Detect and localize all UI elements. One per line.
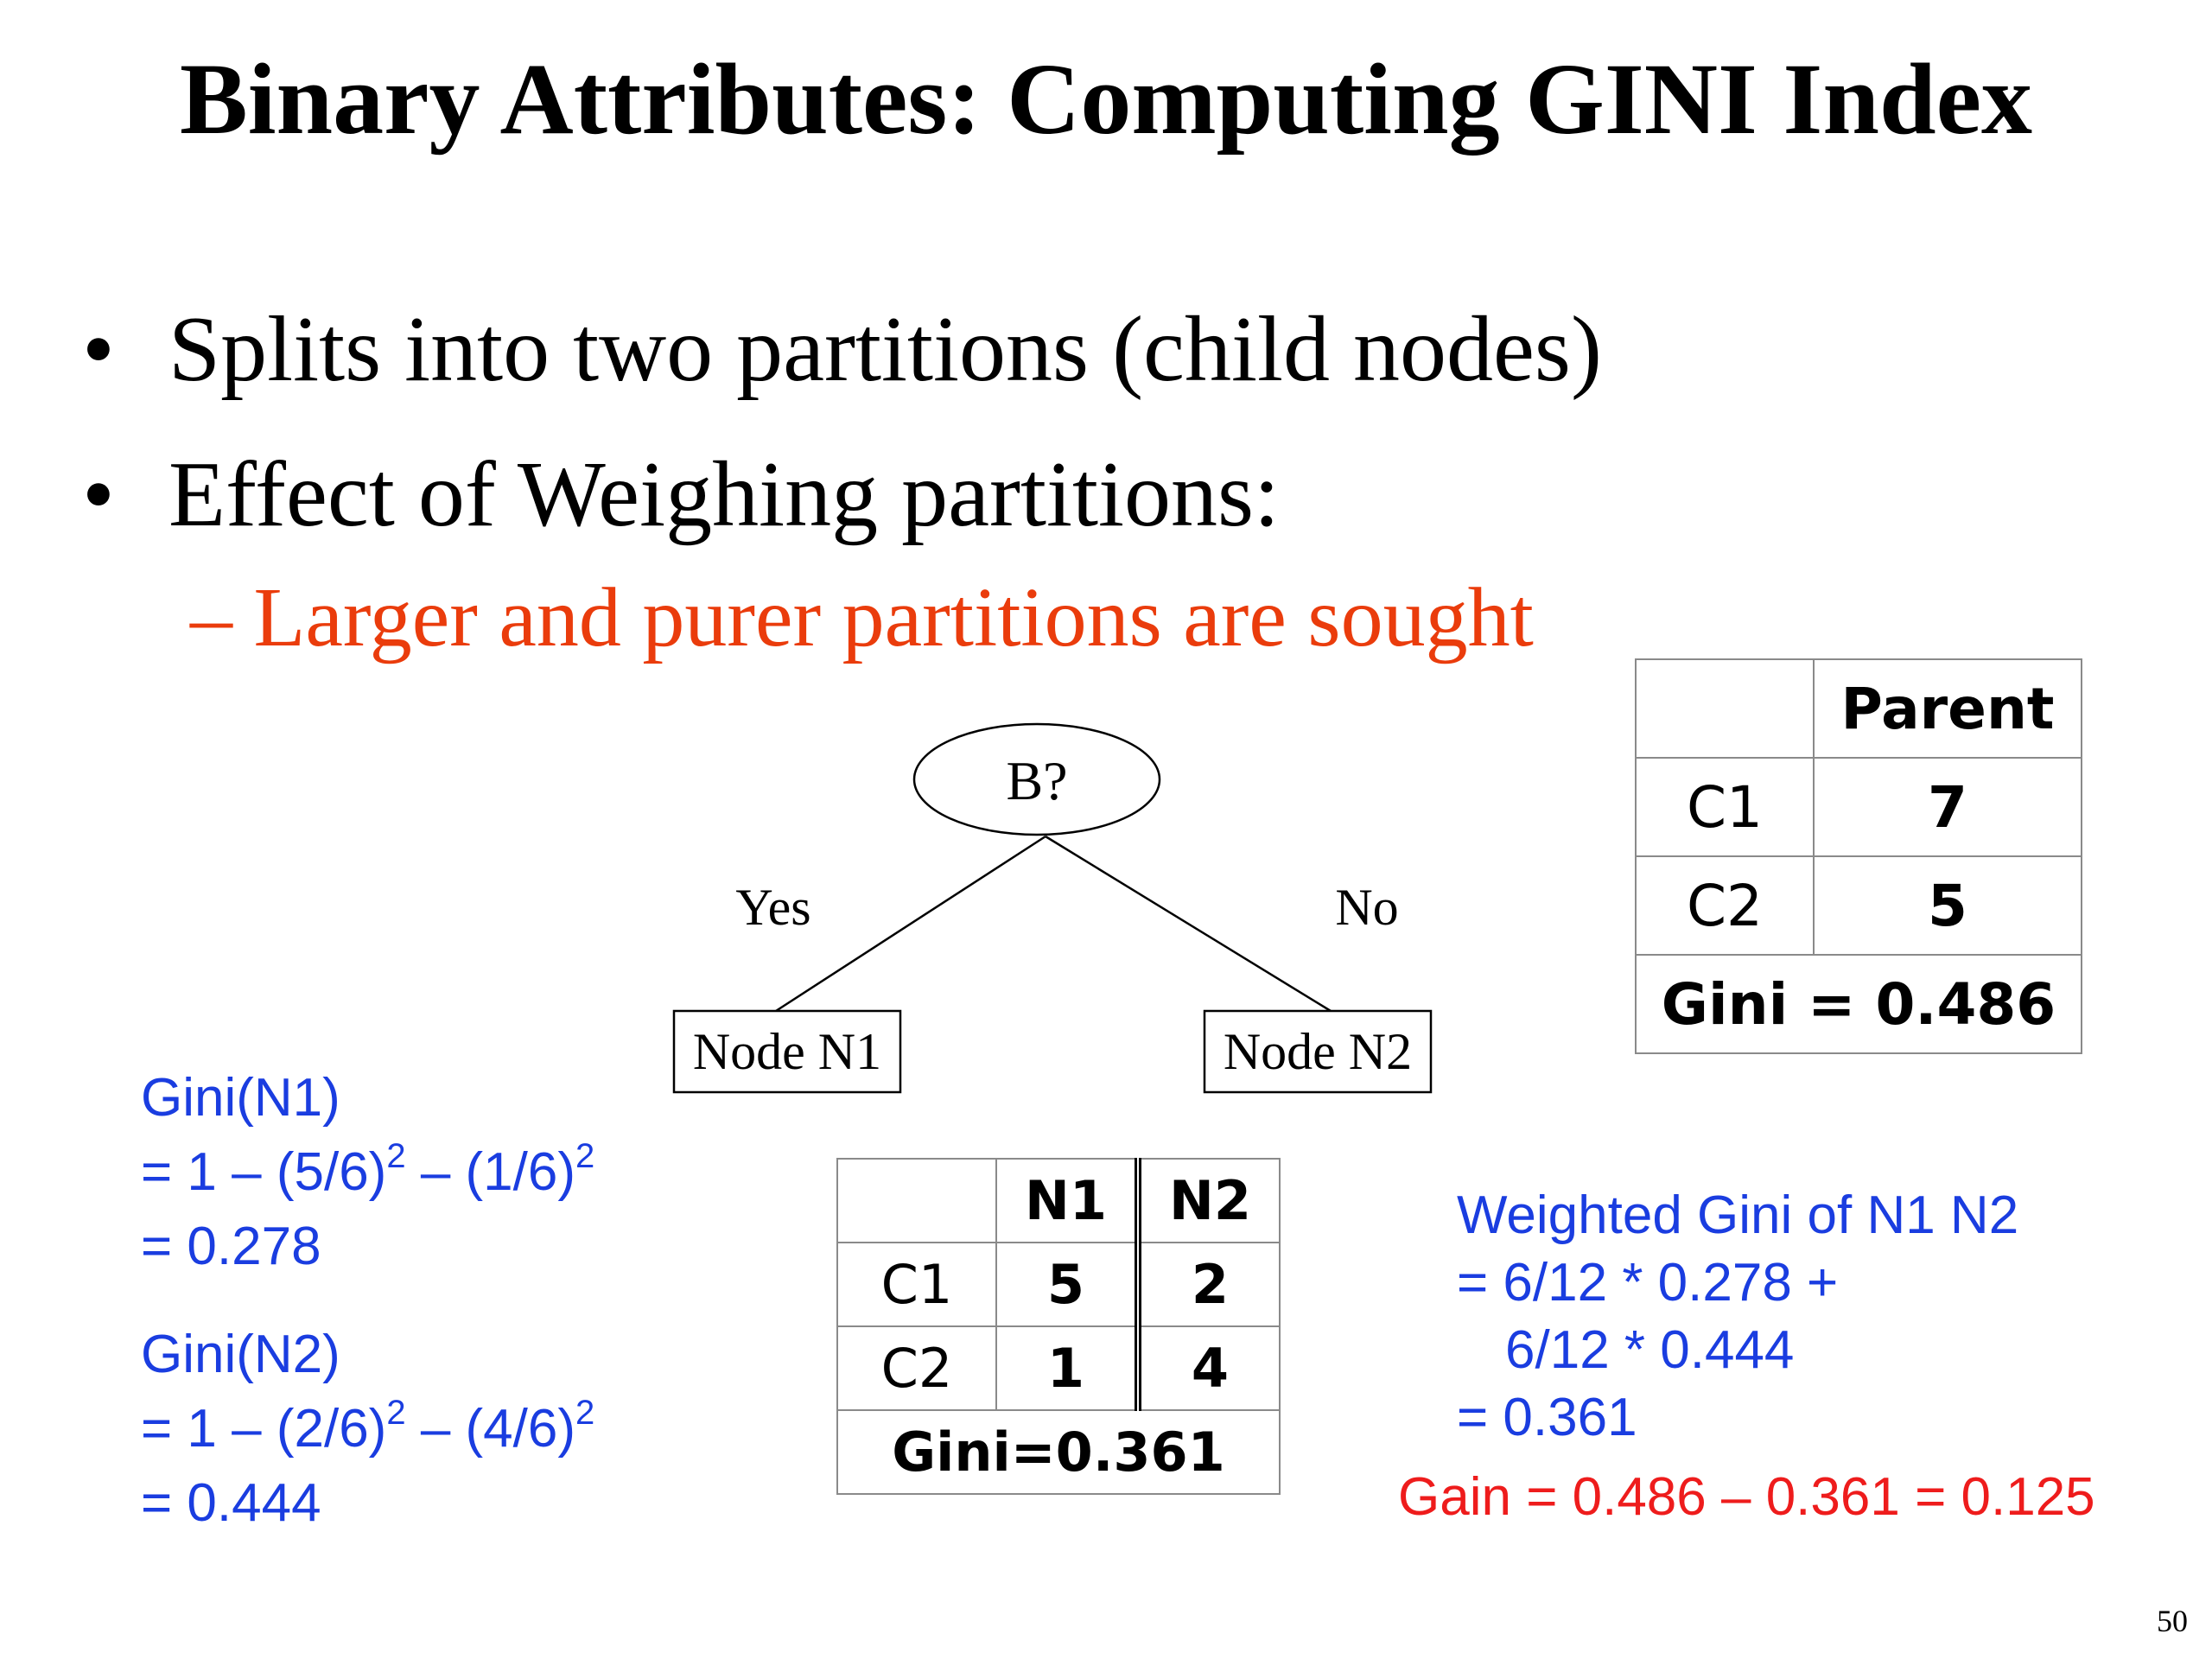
- bullet-text: Splits into two partitions (child nodes): [168, 298, 1602, 401]
- gini-n1-expression: = 1 – (5/6)2 – (1/6)2: [141, 1137, 595, 1202]
- class-label: C2: [1635, 855, 1815, 956]
- bullet-marker: •: [82, 443, 115, 546]
- children-gini: Gini=0.361: [836, 1409, 1281, 1495]
- gini-n2-formula: Gini(N2) = 1 – (2/6)2 – (4/6)2 = 0.444: [141, 1318, 594, 1541]
- node-n2-box: [1203, 1009, 1433, 1094]
- root-node-ellipse: [912, 722, 1161, 836]
- weighted-gini-result: = 0.361: [1457, 1388, 1637, 1447]
- weighted-gini-line1: = 6/12 * 0.278 +: [1457, 1253, 1839, 1313]
- table-row: C2 5: [1635, 855, 2082, 956]
- n2-header: N2: [1137, 1158, 1281, 1243]
- gini-n1-heading: Gini(N1): [141, 1068, 340, 1128]
- parent-gini: Gini = 0.486: [1635, 954, 2082, 1054]
- table-cell-empty: [836, 1158, 997, 1243]
- class-label: C2: [836, 1325, 997, 1411]
- weighted-gini-line2: 6/12 * 0.444: [1505, 1320, 1795, 1380]
- bullet-item: • Effect of Weighing partitions:: [82, 439, 1280, 551]
- root-node-label: B?: [1006, 750, 1067, 811]
- yes-branch-line: [775, 835, 1046, 1013]
- gini-n1-result: = 0.278: [141, 1217, 321, 1276]
- table-row: N1 N2: [836, 1158, 1281, 1243]
- weighted-gini-formula: Weighted Gini of N1 N2 = 6/12 * 0.278 + …: [1457, 1182, 2018, 1452]
- table-row: C2 1 4: [836, 1325, 1281, 1411]
- slide-title: Binary Attributes: Computing GINI Index: [180, 42, 2032, 156]
- gini-n1-formula: Gini(N1) = 1 – (5/6)2 – (1/6)2 = 0.278: [141, 1061, 594, 1284]
- n2-count: 4: [1137, 1325, 1281, 1411]
- parent-table: Parent C1 7 C2 5 Gini = 0.486: [1635, 658, 2082, 1054]
- gini-n2-expression: = 1 – (2/6)2 – (4/6)2: [141, 1394, 595, 1459]
- table-row: Parent: [1635, 658, 2082, 759]
- gini-n2-heading: Gini(N2): [141, 1325, 340, 1384]
- table-row: Gini=0.361: [836, 1409, 1281, 1495]
- table-row: Gini = 0.486: [1635, 954, 2082, 1054]
- children-table: N1 N2 C1 5 2 C2 1 4 Gini=0.361: [836, 1158, 1281, 1495]
- table-cell-empty: [1635, 658, 1815, 759]
- count-value: 7: [1813, 757, 2082, 857]
- no-edge-label: No: [1335, 879, 1398, 936]
- n1-count: 5: [995, 1242, 1141, 1327]
- parent-header: Parent: [1813, 658, 2082, 759]
- gain-formula: Gain = 0.486 – 0.361 = 0.125: [1398, 1467, 2095, 1527]
- node-n1-label: Node N1: [693, 1023, 881, 1080]
- bullet-text: Effect of Weighing partitions:: [168, 443, 1281, 546]
- gini-n2-result: = 0.444: [141, 1473, 321, 1533]
- bullet-marker: •: [82, 298, 115, 401]
- yes-edge-label: Yes: [735, 879, 810, 936]
- class-label: C1: [1635, 757, 1815, 857]
- weighted-gini-heading: Weighted Gini of N1 N2: [1457, 1185, 2019, 1245]
- n2-count: 2: [1137, 1242, 1281, 1327]
- bullet-item: • Splits into two partitions (child nodes…: [82, 294, 1602, 406]
- table-row: C1 5 2: [836, 1242, 1281, 1327]
- page-number: 50: [2157, 1604, 2188, 1638]
- node-n2-label: Node N2: [1224, 1023, 1412, 1080]
- n1-header: N1: [995, 1158, 1141, 1243]
- no-branch-line: [1045, 835, 1332, 1013]
- count-value: 5: [1813, 855, 2082, 956]
- subbullet-text: – Larger and purer partitions are sought: [190, 571, 1534, 664]
- node-n1-box: [672, 1009, 902, 1094]
- n1-count: 1: [995, 1325, 1141, 1411]
- table-row: C1 7: [1635, 757, 2082, 857]
- class-label: C1: [836, 1242, 997, 1327]
